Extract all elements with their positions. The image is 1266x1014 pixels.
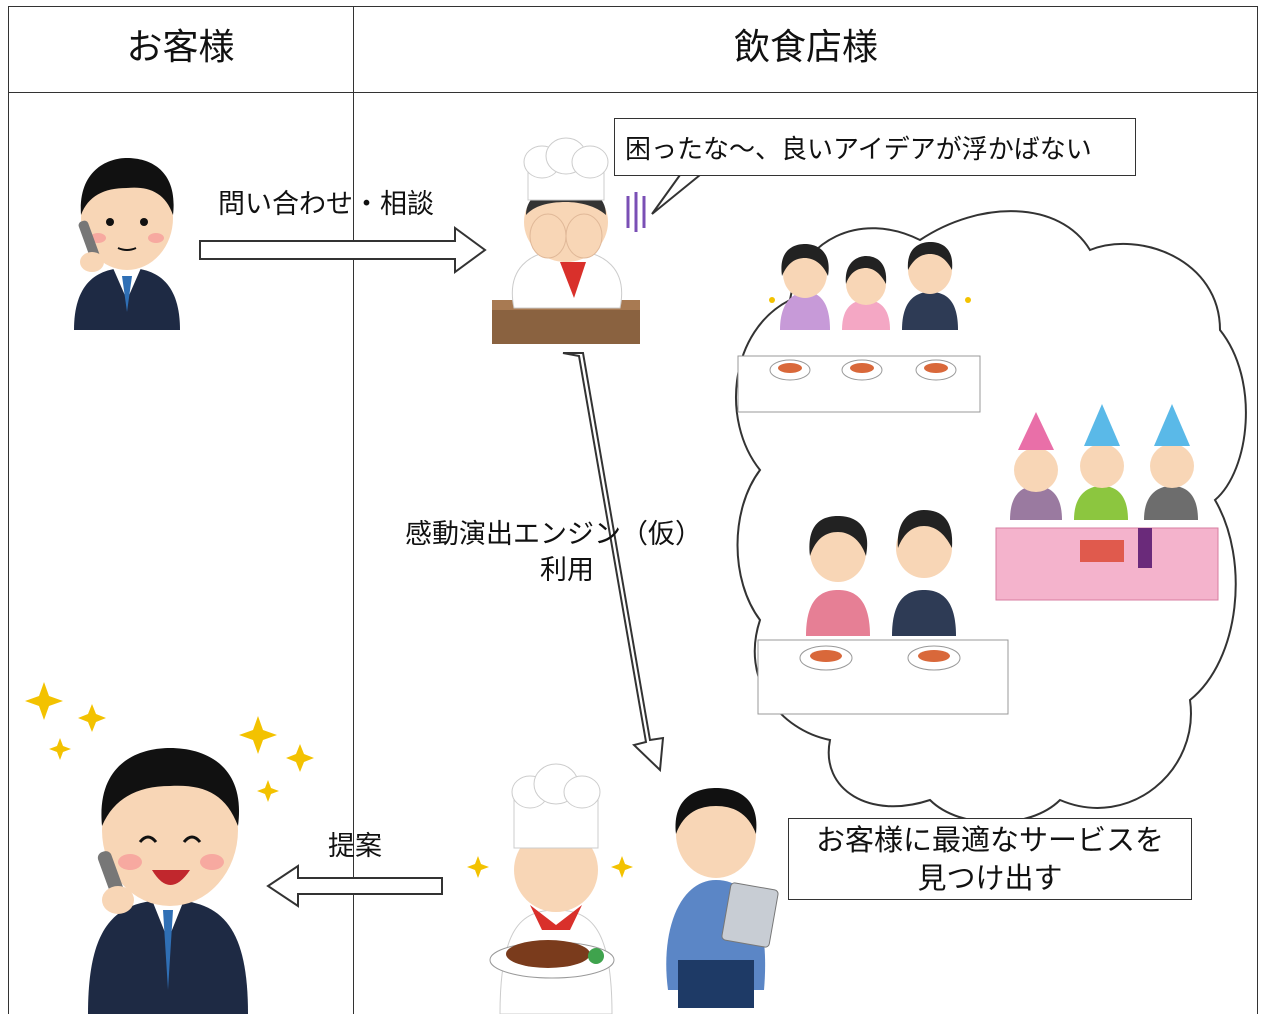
happy-chef-with-steak-icon (467, 763, 633, 1014)
sparkle-icons (25, 682, 314, 802)
customer-lane-header: お客様 (126, 27, 235, 68)
couple-dinner-icon (757, 510, 1009, 715)
birthday-party-icon (995, 404, 1219, 601)
speech-bubble: 困ったな〜、良いアイデアが浮かばない (614, 118, 1136, 176)
engine-label-line2: 利用 (540, 555, 594, 586)
speech-text: 困ったな〜、良いアイデアが浮かばない (625, 135, 1092, 165)
family-dinner-icon (737, 242, 981, 413)
staff-with-tablet-icon (666, 788, 779, 1008)
result-line1: お客様に最適なサービスを (815, 823, 1164, 857)
happy-customer-on-phone-icon (88, 748, 248, 1014)
speech-tail (651, 174, 701, 215)
engine-arrow (562, 352, 665, 773)
restaurant-lane-header: 飲食店様 (733, 27, 878, 68)
diagram-frame (8, 6, 1258, 1014)
result-line2: 見つけ出す (917, 861, 1063, 895)
customer-on-phone-icon (74, 158, 180, 330)
lane-divider (353, 6, 354, 1014)
inquiry-label: 問い合わせ・相談 (218, 189, 434, 220)
header-divider (8, 92, 1258, 93)
worried-chef-icon (492, 137, 646, 344)
result-box: お客様に最適なサービスを 見つけ出す (788, 818, 1192, 900)
proposal-arrow (266, 864, 443, 908)
proposal-label: 提案 (328, 831, 382, 862)
engine-label-line1: 感動演出エンジン（仮） (405, 519, 702, 550)
inquiry-arrow (199, 226, 487, 274)
